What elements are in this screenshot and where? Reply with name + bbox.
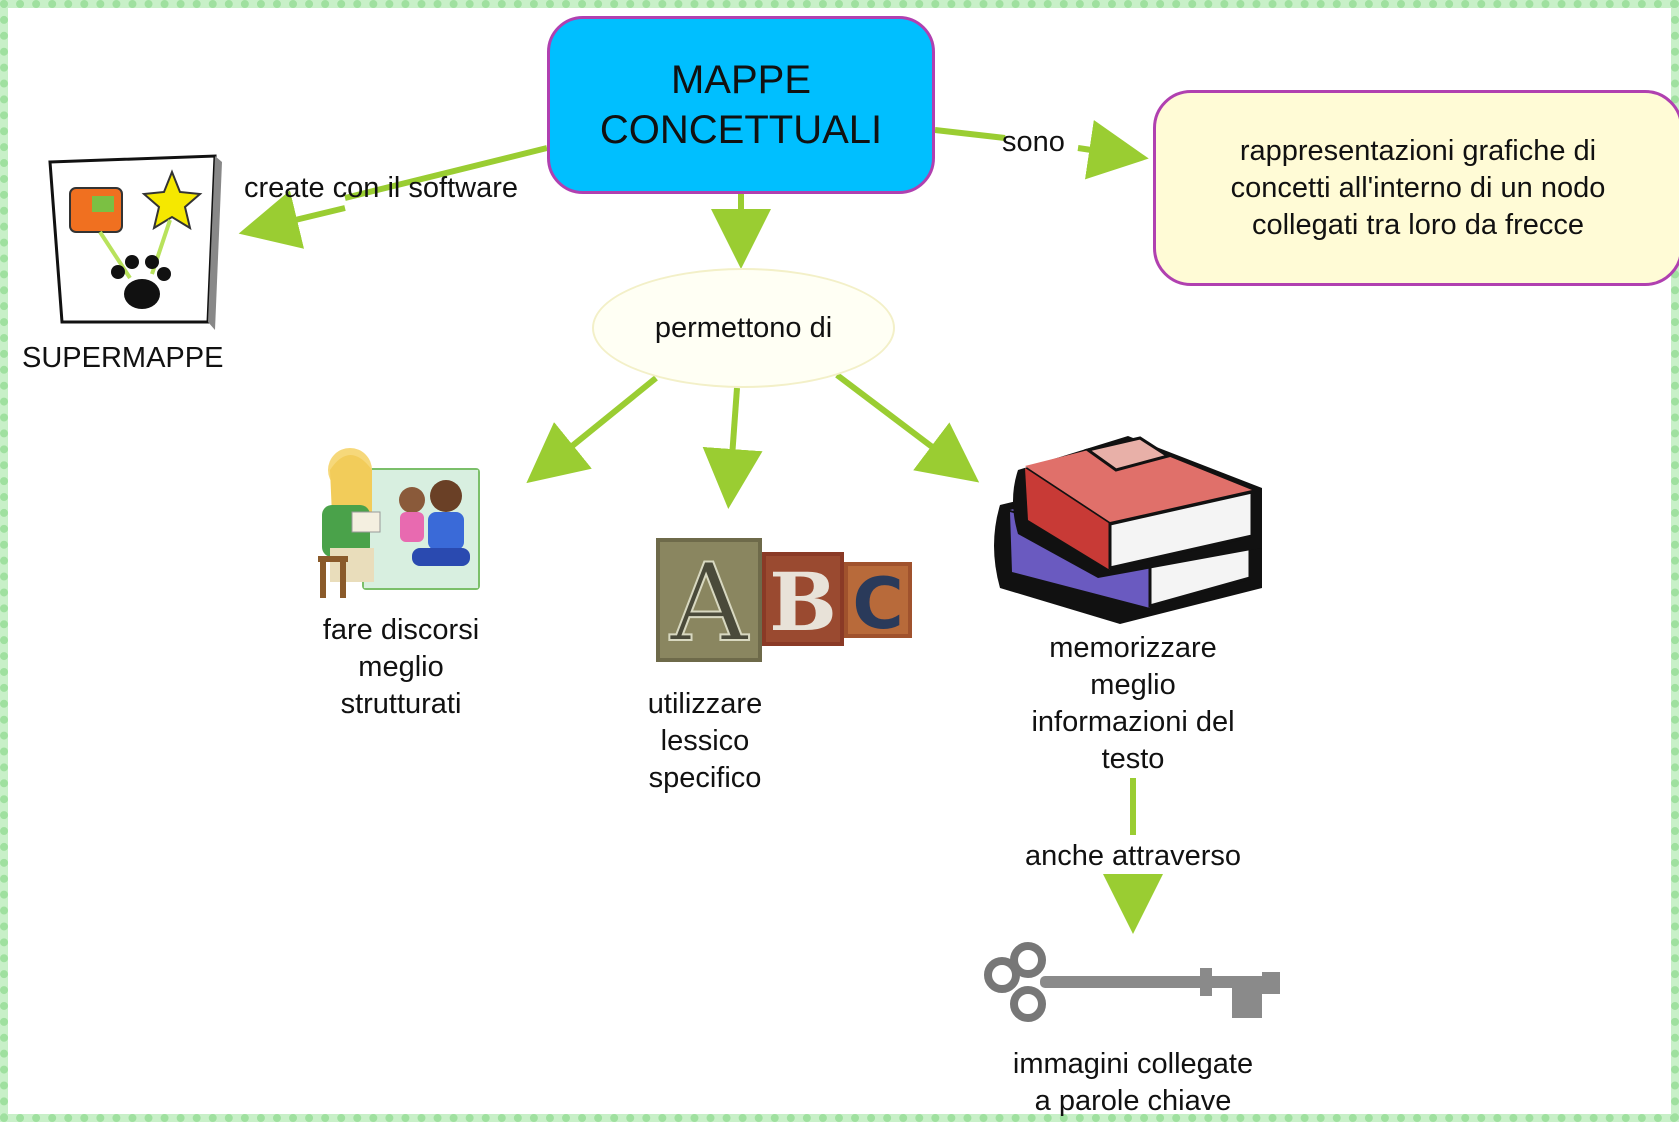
svg-text:B: B [769,555,837,649]
purpose-item-lessico[interactable]: utilizzare lessico specifico [647,688,763,794]
books-stack-icon [994,436,1262,624]
svg-text:A: A [669,541,750,666]
link-label-sono: sono [1002,126,1065,158]
definition-node[interactable]: rappresentazioni grafiche di concetti al… [1153,90,1679,286]
svg-text:C: C [852,563,903,645]
link-label-anche-attraverso: anche attraverso [1024,840,1241,872]
arrow-permettono-to-lessico [702,387,763,509]
arrow-permettono-to-memorizzare [835,372,980,483]
arrow-main-to-sono [934,127,1006,141]
arrow-permettono-to-discorsi [526,375,658,484]
arrow-main-to-software [344,145,548,201]
link-label-software: create con il software [244,172,519,204]
result-immagini-collegate[interactable]: immagini collegate a parole chiave [1012,1048,1254,1117]
purpose-item-memorizzare[interactable]: memorizzare meglio informazioni del test… [1031,632,1235,775]
main-concept-node[interactable]: MAPPE CONCETTUALI [547,16,935,194]
abc-letters-icon: A B C [656,538,912,667]
children-reading-icon [318,448,480,598]
software-name-label[interactable]: SUPERMAPPE [22,342,224,374]
key-icon [984,942,1280,1022]
permettono-di-node[interactable]: permettono di [592,268,895,388]
arrow-sono-to-definition [1077,120,1149,180]
purpose-item-discorsi[interactable]: fare discorsi meglio strutturati [322,614,480,720]
arrow-software-head [238,190,346,249]
supermappe-logo-icon [48,154,222,330]
